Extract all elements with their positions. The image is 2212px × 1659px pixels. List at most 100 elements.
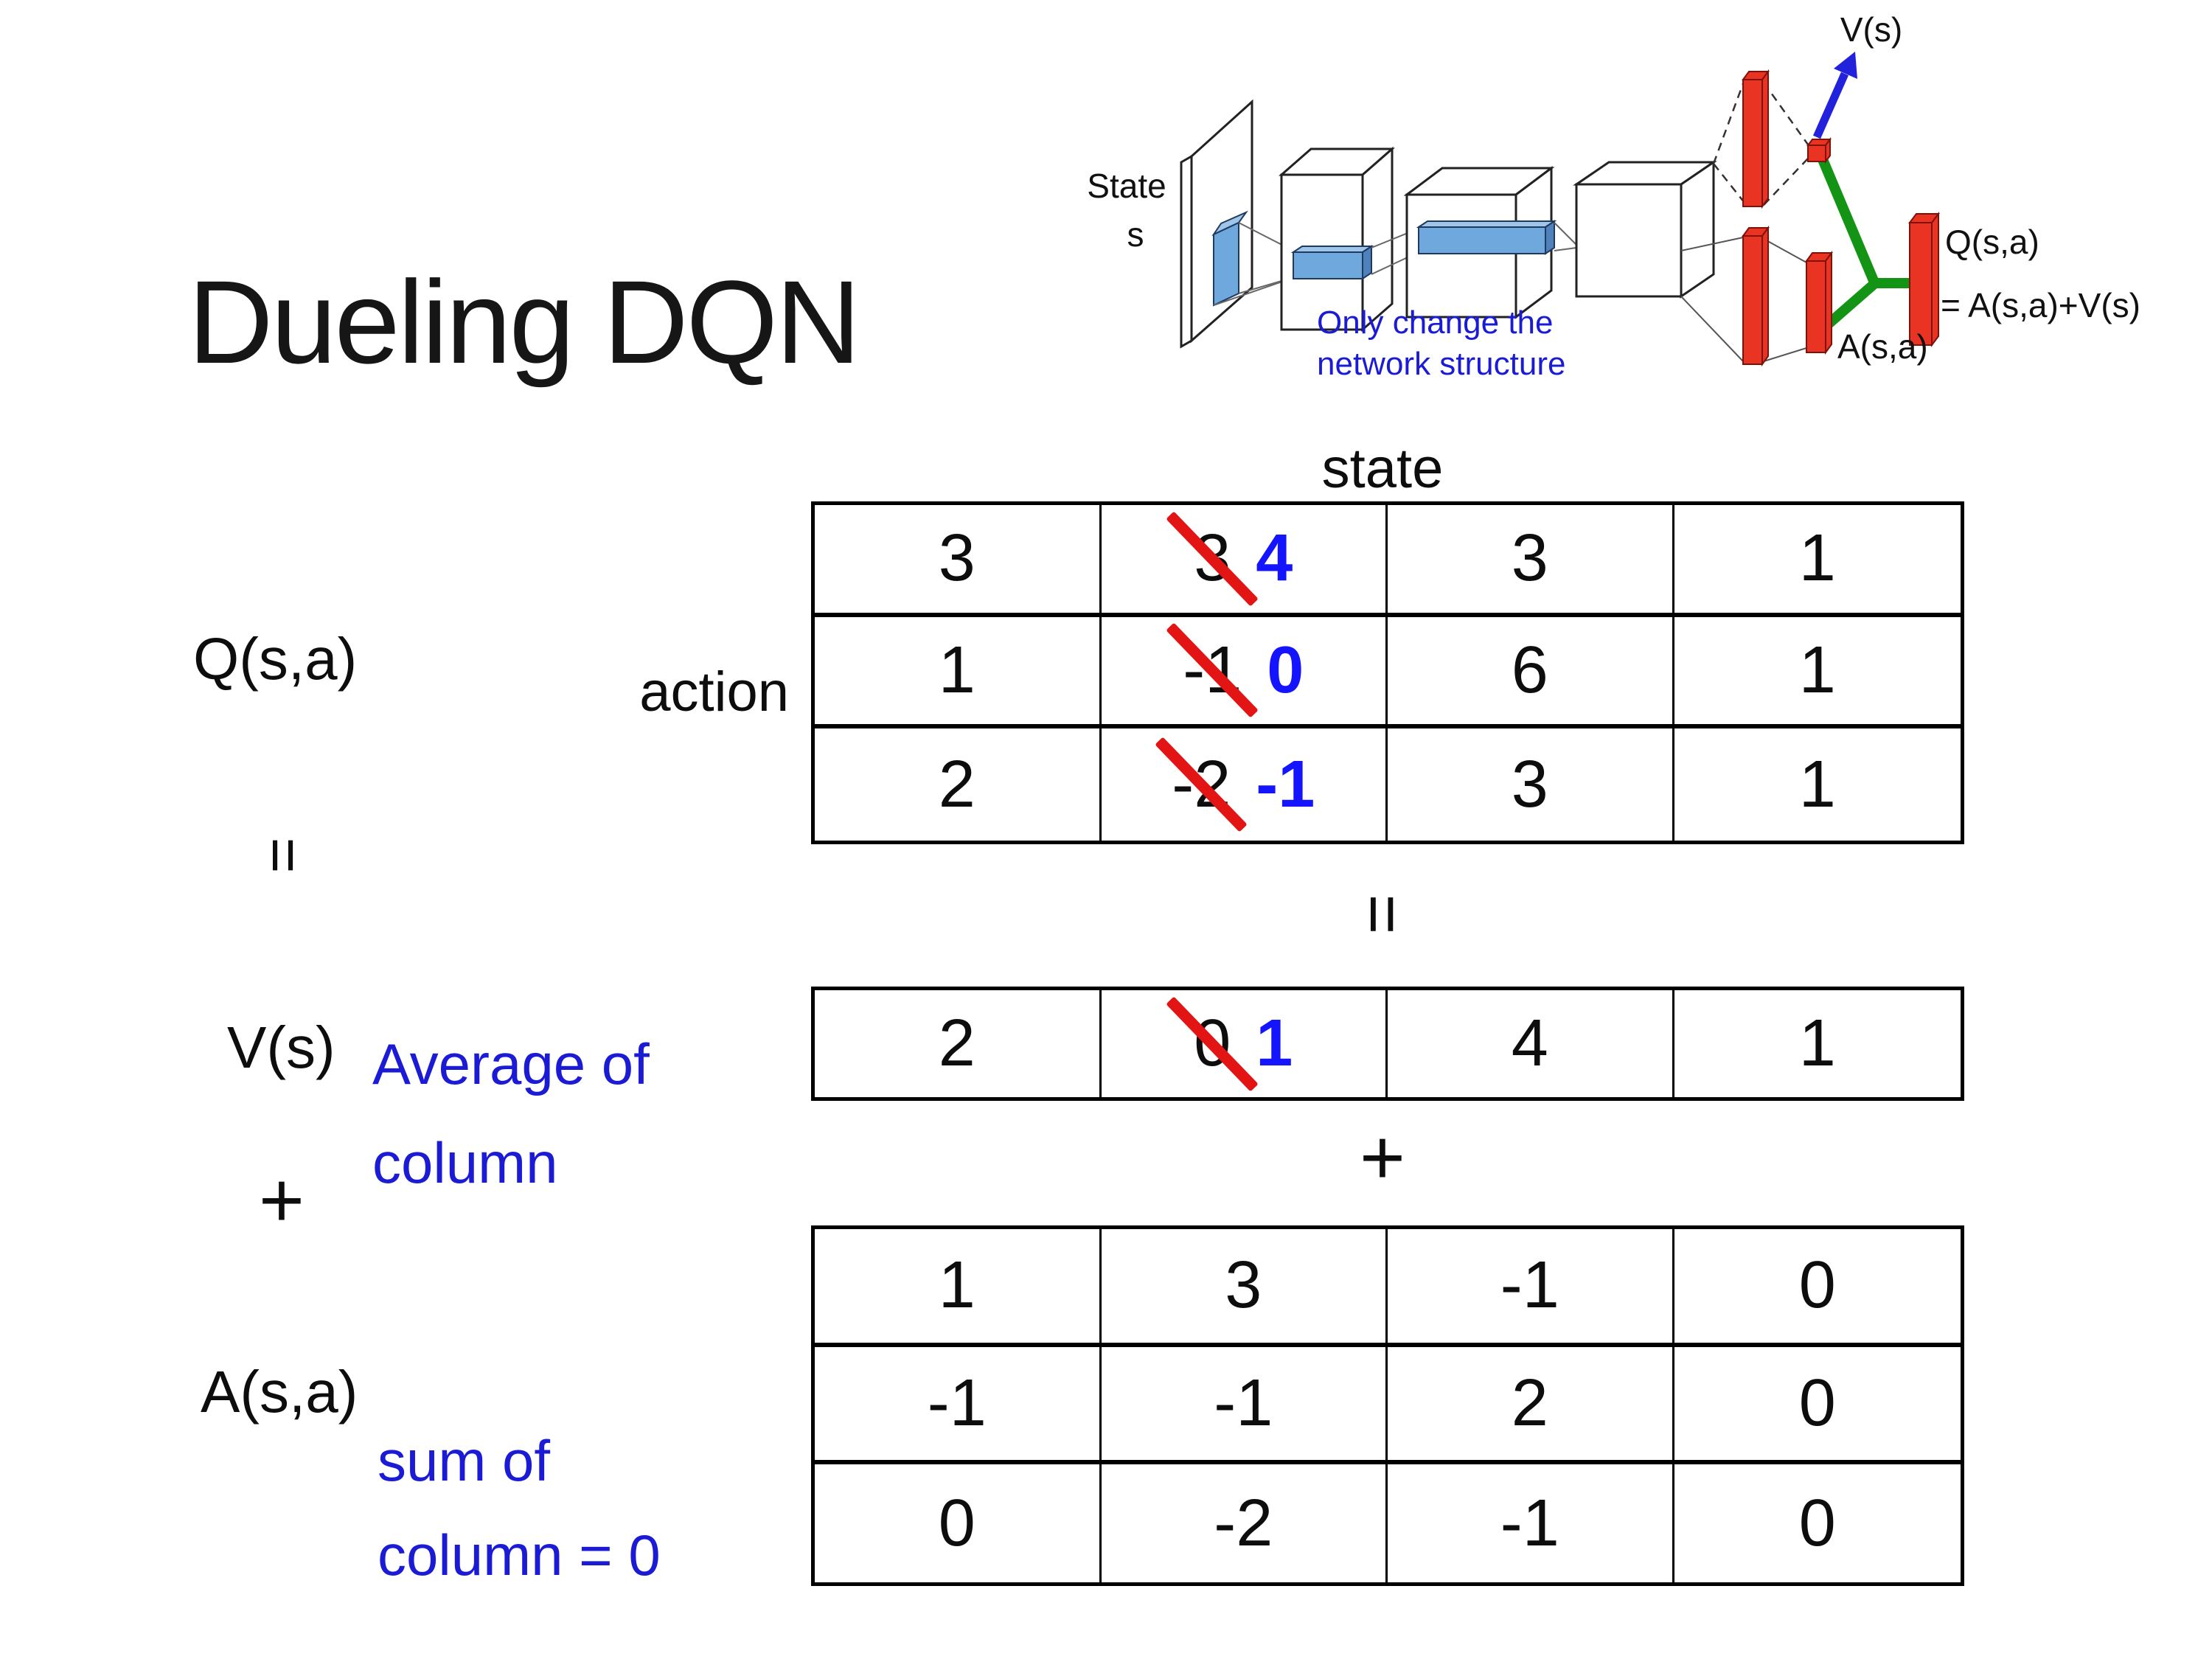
cell-value: 1	[1798, 747, 1836, 821]
advantage-output-bar	[1805, 250, 1833, 355]
aggregator-connector	[1817, 156, 1911, 334]
cell-value: 3	[1511, 521, 1548, 596]
new-value: -1	[1256, 747, 1315, 821]
value-output-node	[1806, 137, 1832, 164]
cell-value: 3	[938, 521, 975, 596]
cell-value: 2	[938, 747, 975, 821]
advantage-hidden-bar	[1742, 225, 1770, 367]
q-output-bar	[1908, 212, 1940, 347]
cell-value: 4	[1511, 1006, 1548, 1080]
feature-bar-1	[1290, 245, 1374, 280]
q-value-table: 3 3 4 3 1 1 -1 0 6 1 2 -2 -1 3 1	[811, 501, 1964, 844]
table-cell: 0	[815, 1464, 1102, 1582]
cell-value: 1	[1798, 633, 1836, 707]
cell-value: 0	[1798, 1366, 1836, 1440]
advantage-stream-lines	[1680, 237, 1807, 362]
table-cell: -1	[1101, 1346, 1388, 1465]
table-cell: 1	[815, 1229, 1102, 1347]
table-cell: 1	[815, 616, 1102, 729]
table-cell: -1	[1388, 1229, 1674, 1347]
cell-value: 0	[1798, 1486, 1836, 1560]
a-value-table: 1 3 -1 0 -1 -1 2 0 0 -2 -1 0	[811, 1225, 1964, 1586]
struck-value: -1	[1166, 622, 1259, 719]
value-arrow-icon	[1812, 52, 1857, 139]
table-cell: 1	[1674, 505, 1961, 617]
table-cell: -1	[815, 1346, 1102, 1465]
table-cell: 2	[1388, 1346, 1674, 1465]
equals-center-symbol: =	[1344, 894, 1422, 935]
table-cell: 1	[1674, 728, 1961, 841]
conv-box-1	[1279, 146, 1395, 333]
table-cell-corrected: 0 1	[1102, 990, 1388, 1097]
cell-value: 6	[1511, 633, 1548, 707]
diagram-note-line2: network structure	[1317, 346, 1565, 382]
cell-value: 3	[1225, 1248, 1262, 1323]
diagram-state-s-label: s	[1127, 215, 1144, 254]
q-term-label: Q(s,a)	[193, 626, 358, 692]
new-value: 4	[1256, 521, 1293, 596]
state-header: state	[1321, 437, 1444, 500]
cell-value: -1	[1500, 1486, 1559, 1560]
table-cell: -2	[1102, 1464, 1388, 1582]
diagram-a-label: A(s,a)	[1837, 327, 1928, 366]
table-cell-corrected: -1 0	[1101, 616, 1388, 729]
cell-value: 0	[938, 1486, 975, 1560]
value-hidden-bar	[1742, 69, 1770, 209]
cell-value: -1	[927, 1366, 987, 1440]
diagram-q-equation: = A(s,a)+V(s)	[1941, 286, 2140, 324]
table-cell: 4	[1388, 990, 1674, 1097]
cell-value: 1	[1798, 1006, 1836, 1080]
conv-projection-lines-3	[1554, 222, 1577, 251]
diagram-note-line1: Only change the	[1317, 305, 1553, 341]
page-title: Dueling DQN	[188, 256, 861, 388]
a-term-label: A(s,a)	[201, 1359, 358, 1425]
table-cell: 1	[1674, 617, 1961, 729]
table-cell: 1	[1674, 990, 1961, 1097]
table-cell-corrected: -2 -1	[1102, 728, 1388, 841]
cell-value: 1	[938, 1248, 975, 1323]
value-stream-dashed-lines	[1712, 79, 1809, 206]
new-value: 1	[1256, 1006, 1293, 1080]
plus-left-symbol: +	[259, 1156, 305, 1244]
v-value-row: 2 0 1 4 1	[811, 987, 1964, 1101]
diagram-q-label: Q(s,a)	[1945, 223, 2039, 261]
cell-value: 2	[938, 1006, 975, 1080]
diagram-v-label: V(s)	[1840, 10, 1902, 49]
table-cell: 6	[1388, 616, 1674, 729]
v-term-label: V(s)	[227, 1015, 335, 1080]
table-cell: 3	[1101, 1229, 1388, 1347]
conv-box-3	[1573, 160, 1717, 299]
cell-value: -1	[1214, 1366, 1273, 1440]
table-cell: -1	[1388, 1464, 1674, 1582]
table-cell: 2	[815, 990, 1102, 1097]
struck-value: 0	[1166, 995, 1259, 1092]
table-cell: 0	[1674, 1229, 1961, 1347]
new-value: 0	[1267, 633, 1304, 707]
struck-value: 3	[1166, 511, 1259, 607]
equals-left-symbol: =	[249, 837, 319, 874]
struck-value: -2	[1155, 737, 1248, 832]
cell-value: 3	[1511, 747, 1548, 821]
v-note-line2: column	[372, 1130, 558, 1195]
v-note-line1: Average of	[372, 1032, 650, 1096]
cell-value: -2	[1214, 1486, 1273, 1560]
cell-value: 1	[1798, 521, 1836, 596]
table-cell: 0	[1674, 1464, 1961, 1582]
action-label: action	[639, 661, 789, 723]
a-note-line1: sum of	[378, 1428, 551, 1493]
cell-value: -1	[1500, 1248, 1559, 1323]
cell-value: 2	[1511, 1366, 1548, 1440]
diagram-state-label: State	[1087, 167, 1166, 205]
cell-value: 0	[1798, 1248, 1836, 1323]
feature-bar-2	[1416, 220, 1557, 255]
table-cell: 3	[1388, 505, 1674, 617]
table-cell: 3	[1388, 728, 1674, 841]
cell-value: 1	[938, 633, 975, 707]
table-cell: 3	[815, 505, 1102, 617]
plus-center-symbol: +	[1360, 1113, 1405, 1201]
a-note-line2: column = 0	[378, 1523, 661, 1587]
dueling-network-diagram: State s V(s) Q(s,a) = A(s,a)+V(s) A(s,a)…	[1087, 10, 2140, 382]
table-cell: 2	[815, 728, 1102, 841]
table-cell: 0	[1674, 1347, 1961, 1465]
table-cell-corrected: 3 4	[1101, 505, 1388, 617]
